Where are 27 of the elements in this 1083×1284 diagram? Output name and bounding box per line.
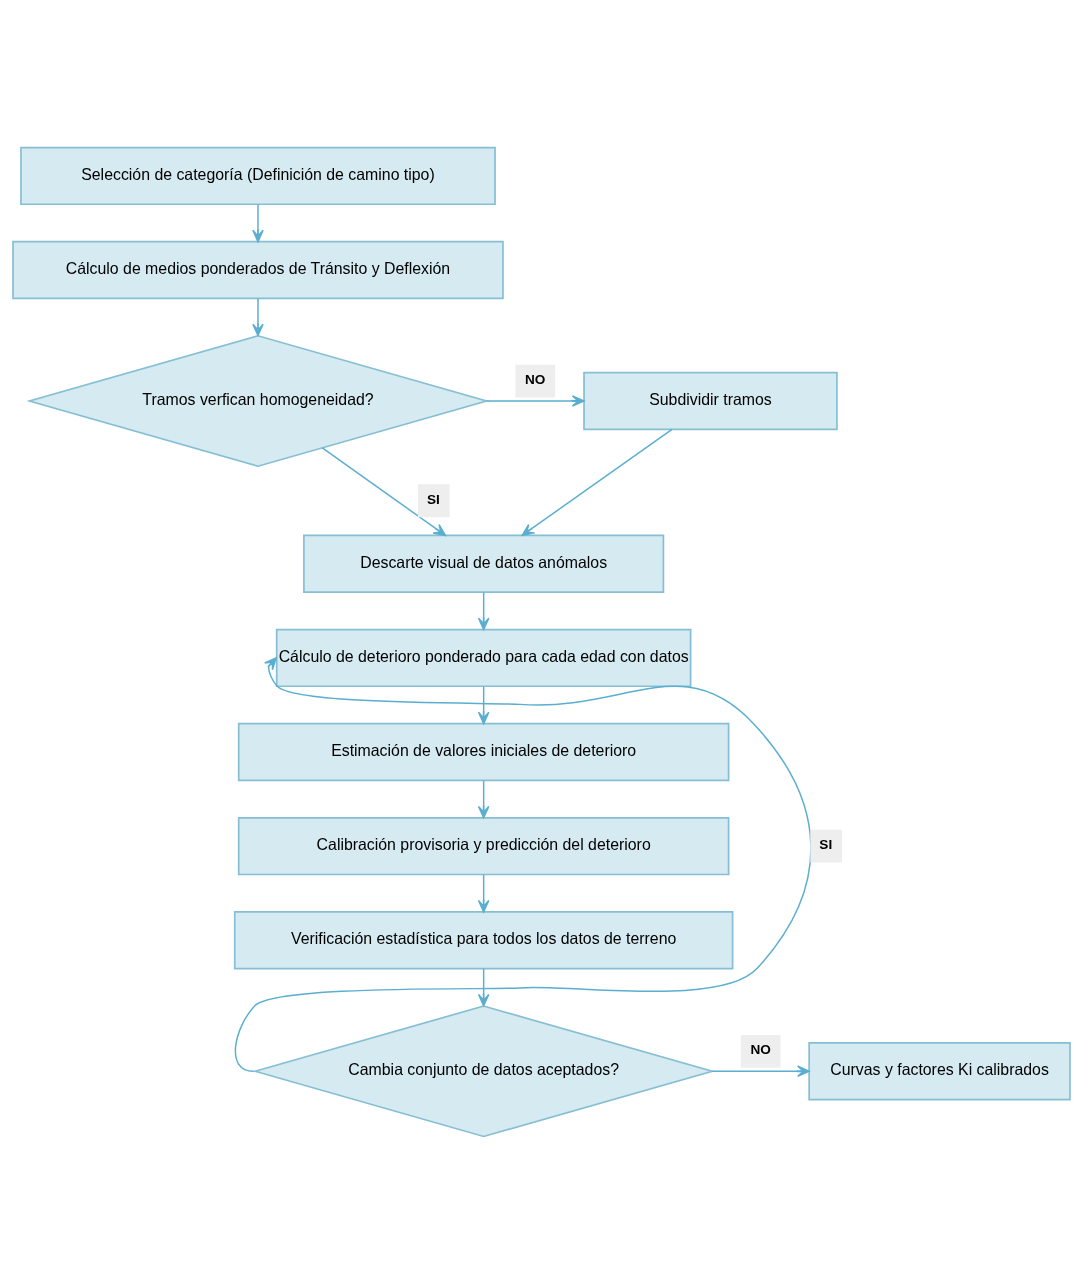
arrow [485, 395, 585, 407]
node-box: Verificación estadística para todos los datos de terreno [233, 911, 734, 970]
node-box: Selección de categoría (Definición de camino tipo) [20, 146, 496, 206]
node-diamond: Cambia conjunto de datos aceptados? [252, 1005, 716, 1138]
node-box: Estimación de valores iniciales de deterioro [237, 722, 730, 782]
arrow [252, 297, 264, 337]
arrow [477, 685, 490, 725]
node-box: Subdividir tramos [583, 371, 838, 431]
arrow [234, 657, 812, 1072]
arrow [252, 203, 264, 243]
node-box: Descarte visual de datos anómalos [303, 534, 665, 593]
arrow [477, 591, 490, 631]
node-box: Cálculo de medios ponderados de Tránsito y Deflexión [12, 240, 504, 300]
edge-label: NO [750, 1042, 771, 1058]
node-box: Calibración provisoria y predicción del deterioro [237, 816, 730, 876]
node-box: Curvas y factores Ki calibrados [808, 1042, 1071, 1101]
arrow [711, 1065, 810, 1078]
arrow [321, 447, 447, 537]
node-box: Cálculo de deterioro ponderado para cada edad con datos [275, 628, 692, 688]
edge-label: NO [525, 372, 546, 388]
edge-label: SI [426, 491, 440, 507]
edge-label: SI [819, 837, 833, 853]
arrow [521, 428, 673, 536]
arrow [477, 967, 490, 1007]
arrow [477, 874, 490, 913]
node-diamond: Tramos verfican homogeneidad? [26, 334, 490, 468]
arrow [477, 779, 490, 819]
